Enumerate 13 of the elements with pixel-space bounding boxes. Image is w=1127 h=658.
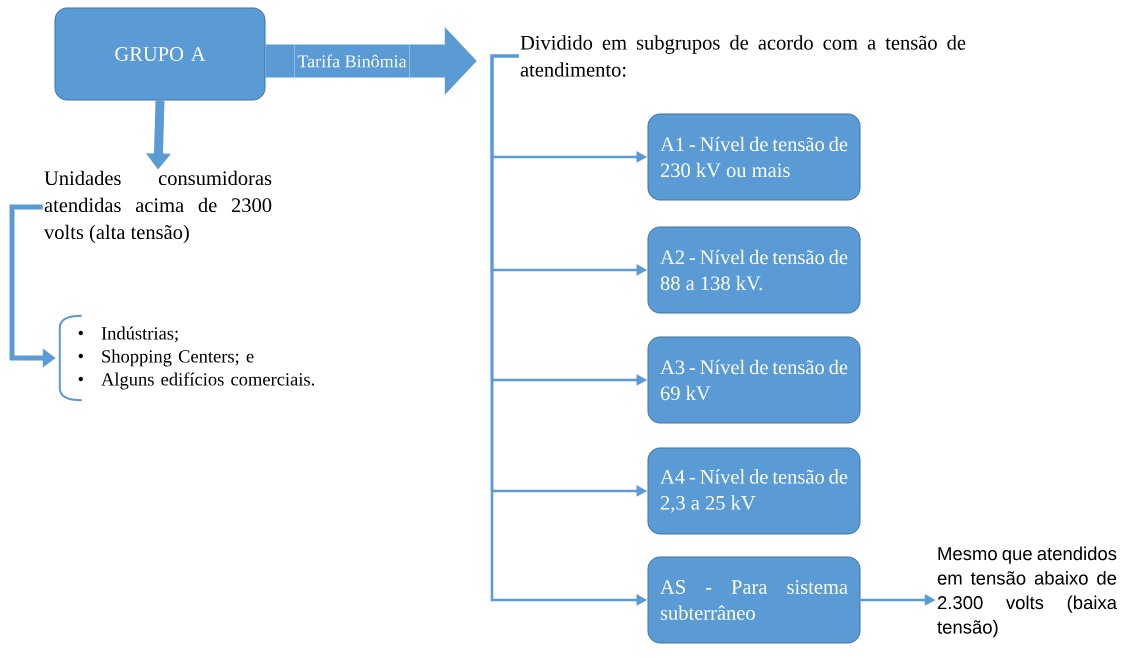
arrow-label: Tarifa Binômia [294, 44, 410, 78]
bullet: • [78, 330, 83, 336]
subgroup-box: A2 - Nível de tensão de 88 a 138 kV. [647, 226, 861, 314]
note-text: Mesmo que atendidos em tensão abaixo de 2.300 volts (baixa tensão) [937, 546, 1117, 638]
subgroup-box: AS - Para sistema subterrâneo [647, 556, 861, 644]
subgroup-box: A3 - Nível de tensão de 69 kV [647, 336, 861, 424]
subgroup-box: A1 - Nível de tensão de 230 kV ou mais [647, 113, 861, 201]
subgroup-box: A4 - Nível de tensão de 2,3 a 25 kV [647, 447, 861, 535]
bullet: • [78, 353, 83, 359]
grupo-box: GRUPO A [54, 7, 266, 101]
bullet: • [78, 376, 83, 382]
description-text: Dividido em subgrupos de acordo com a tensão de atendimento: [520, 35, 966, 77]
description-text: Unidades consumidoras atendidas acima de 2300 volts (alta tensão) [44, 170, 272, 244]
